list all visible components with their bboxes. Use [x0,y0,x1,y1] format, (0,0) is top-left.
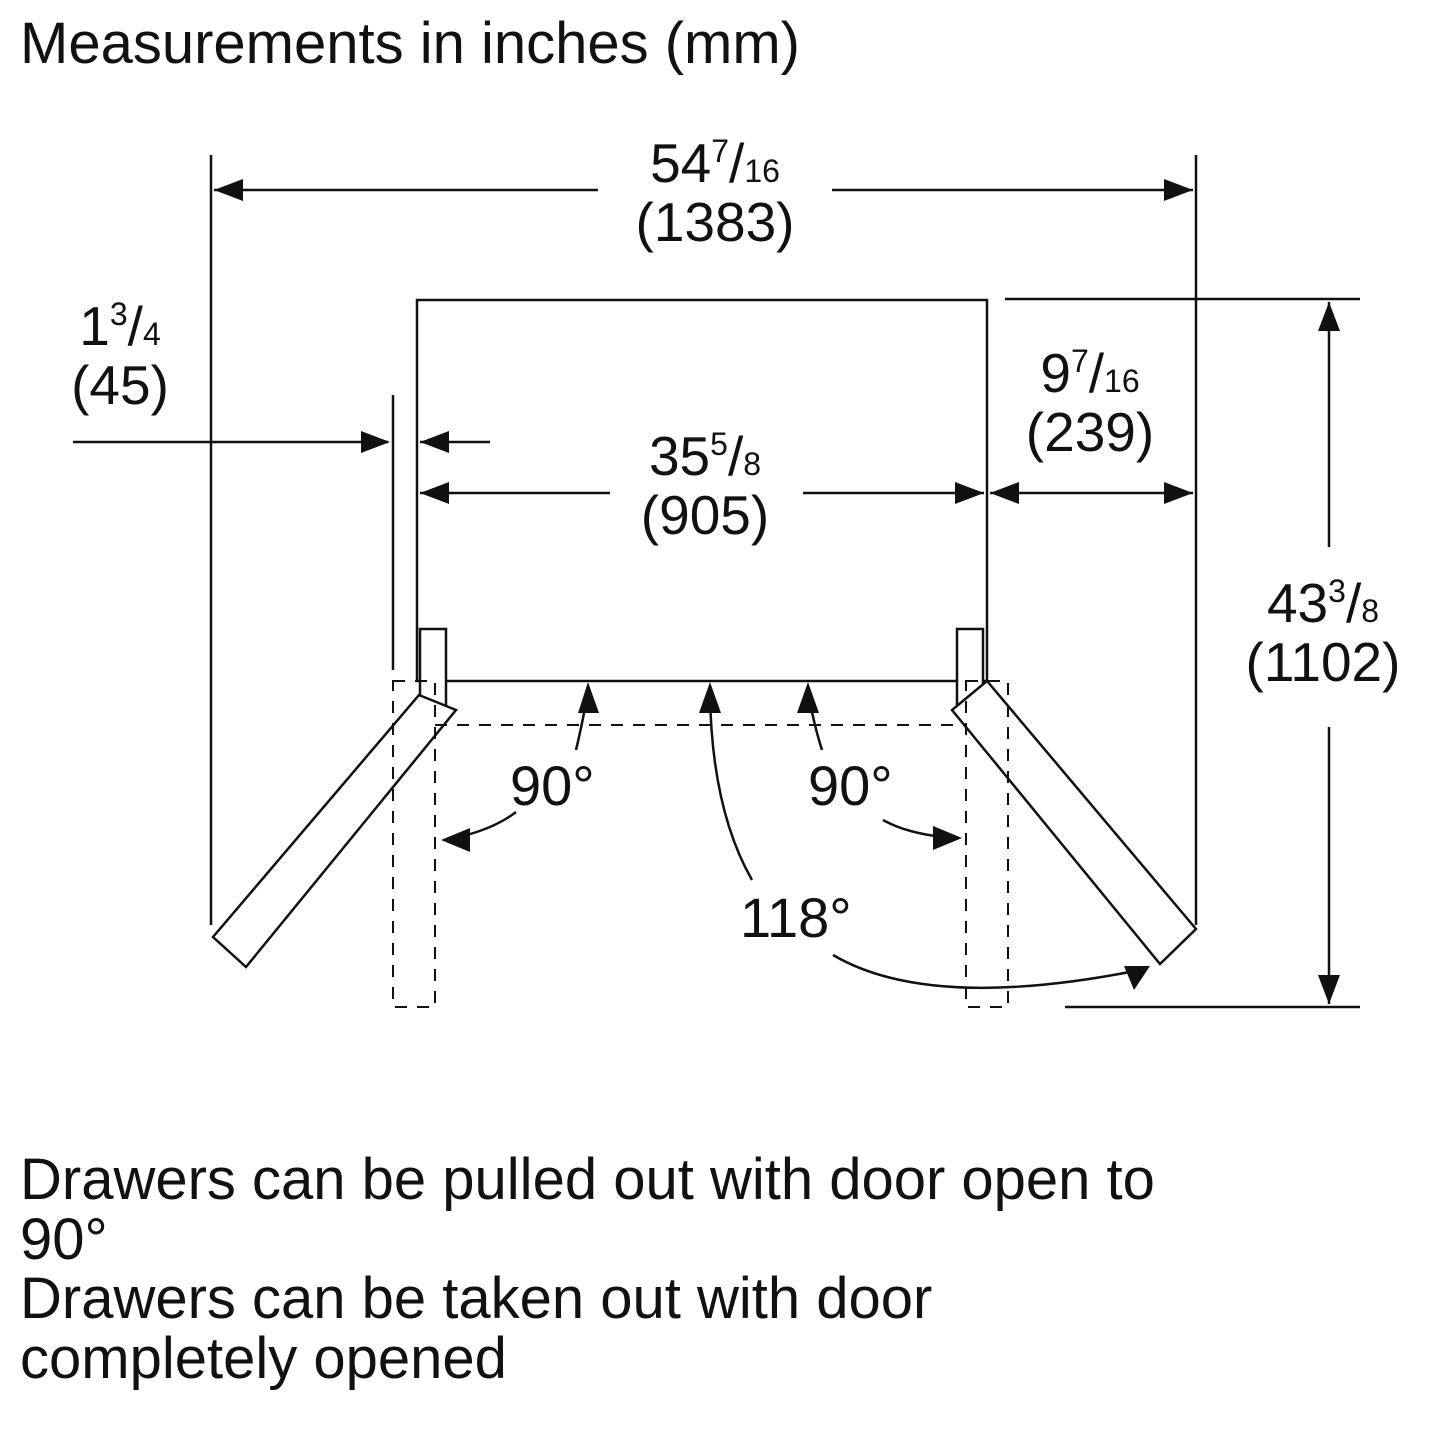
cabinet-width-label: 355/8 (905) [640,425,770,546]
arrowhead [214,179,243,201]
arrowhead [797,682,819,713]
arrowhead [1124,966,1150,990]
note-line: 90° [20,1206,108,1272]
arrowhead [420,482,449,504]
arrowhead [578,682,599,713]
arrowhead [361,431,390,453]
right-door-open [950,679,1198,966]
arrowhead [933,826,962,850]
notes: Drawers can be pulled out with door open… [20,1150,1420,1389]
side-gap-label: 13/4 (45) [71,295,169,416]
right-angle-label: 90° [808,754,893,817]
arrowhead [1164,482,1193,504]
arrowhead [1318,302,1340,331]
page-title: Measurements in inches (mm) [20,11,800,76]
depth-label: 433/8 (1102) [1245,572,1401,693]
note-line: Drawers can be pulled out with door open… [20,1147,1155,1212]
note-line: completely opened [20,1326,507,1392]
arrowhead [1164,179,1193,201]
cabinet-outline [415,298,989,683]
full-angle-label: 118° [740,886,852,949]
arrowhead [420,431,449,453]
note-line: Drawers can be taken out with door [20,1266,933,1332]
left-door-90-outline [392,680,436,1008]
arrowhead [990,482,1019,504]
arrowhead [955,482,984,504]
left-door-open [211,693,459,969]
right-door-90-outline [965,680,1009,1008]
arrowhead [699,682,721,713]
left-angle-label: 90° [510,754,595,817]
arrowhead [441,828,470,852]
door-swing-label: 97/16 (239) [1025,342,1155,463]
overall-width-label: 547/16 (1383) [635,132,795,253]
arrowhead [1318,975,1340,1004]
